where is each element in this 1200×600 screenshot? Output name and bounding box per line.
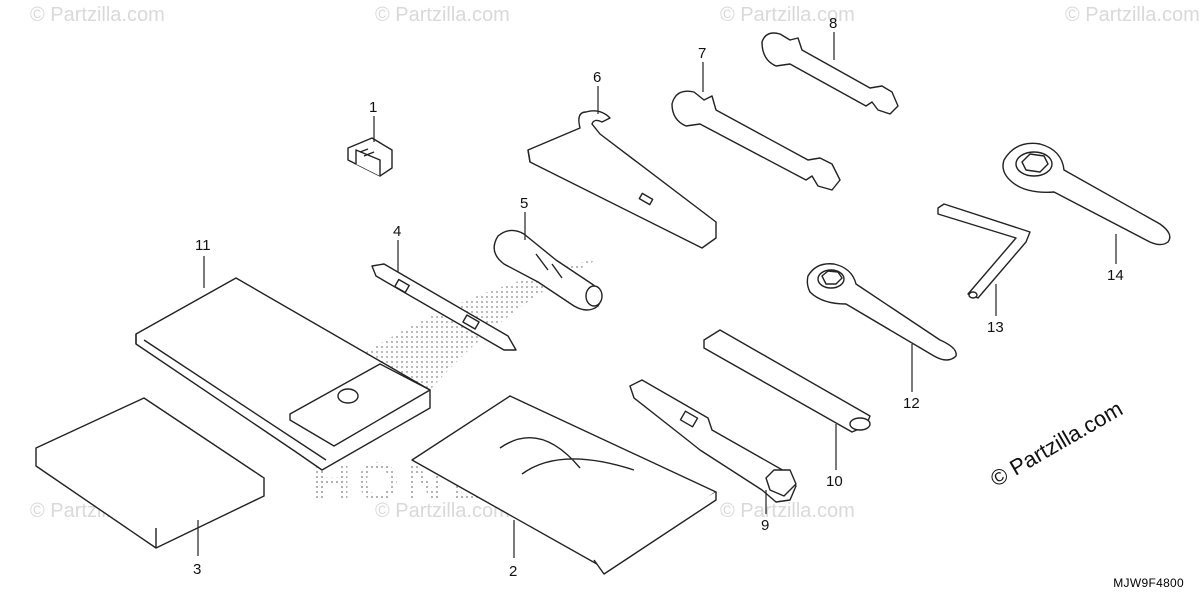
part-1-clip [347,137,393,177]
callout-1: 1 [369,99,377,116]
leader-lines [197,32,1117,558]
watermark: © Partzilla.com [720,4,855,26]
watermark: © Partzilla.com [1065,4,1200,26]
callout-7: 7 [698,45,706,62]
part-2-tool-bag-plastic [411,395,717,575]
part-11-tool-bag [135,277,431,471]
callout-4: 4 [393,223,401,240]
part-7-double-open-wrench [671,90,841,191]
callout-14: 14 [1107,267,1124,284]
part-5-screwdriver-handle [493,229,603,311]
callout-11: 11 [195,237,211,254]
part-8-double-open-wrench [761,32,899,115]
part-3-owners-manual [35,397,265,549]
callout-10: 10 [826,473,843,490]
part-14-box-wrench [1002,142,1171,246]
watermark: © Partzilla.com [720,500,855,522]
part-6-pin-spanner [527,110,717,249]
watermark: © Partzilla.com [30,4,165,26]
callout-5: 5 [520,195,528,212]
part-13-hex-wrench [937,203,1031,299]
watermark: © Partzilla.com [375,500,510,522]
callout-6: 6 [593,69,601,86]
watermark: © Partzilla.com [375,4,510,26]
part-4-screwdriver-bit [371,263,517,351]
part-9-spark-plug-wrench [629,379,797,503]
callout-9: 9 [761,517,769,534]
diagram-part-code: MJW9F4800 [1113,576,1184,590]
part-10-extension-bar [703,329,871,433]
callout-8: 8 [829,15,837,32]
callout-2: 2 [509,563,517,580]
callout-12: 12 [903,395,920,412]
callout-13: 13 [987,319,1004,336]
callout-3: 3 [193,561,201,578]
part-12-box-wrench [806,263,957,361]
